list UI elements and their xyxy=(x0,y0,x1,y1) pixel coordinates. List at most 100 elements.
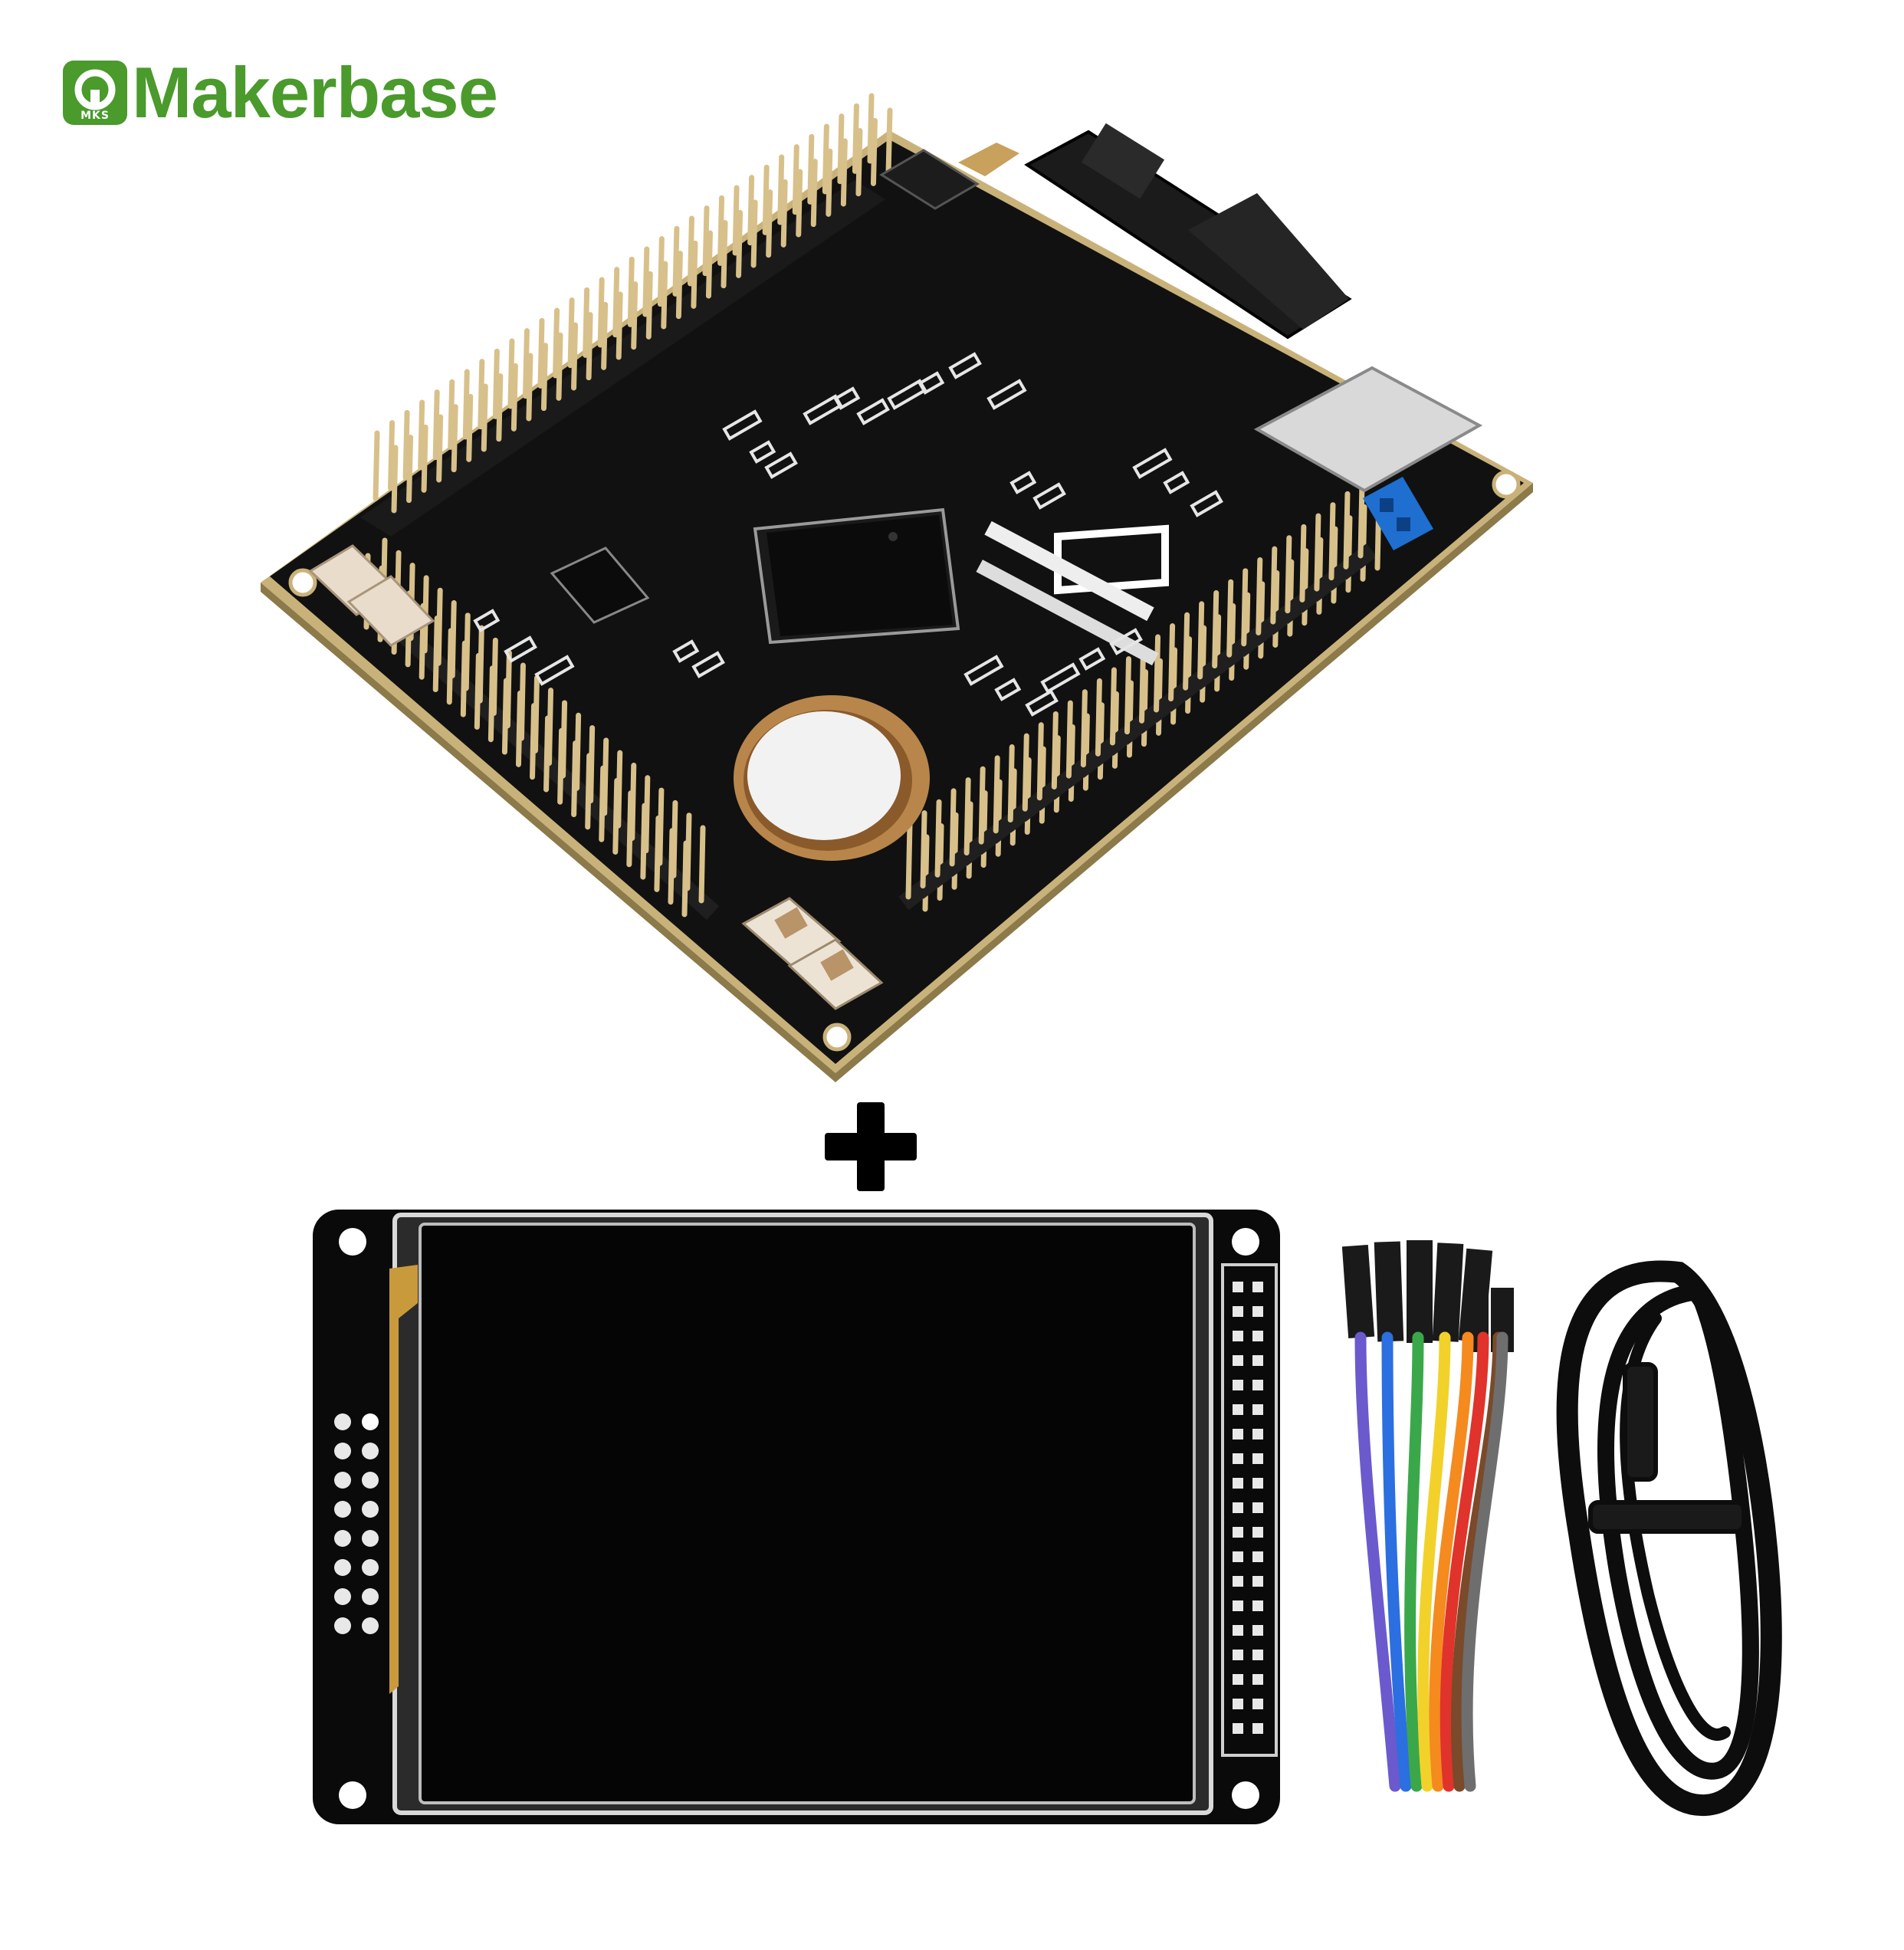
silkscreen-mark xyxy=(948,352,982,379)
display-pin xyxy=(1252,1723,1263,1734)
sd-card-slot xyxy=(1253,366,1483,493)
eeprom-chip xyxy=(550,547,650,624)
silkscreen-marks xyxy=(473,352,1223,717)
display-pin xyxy=(1252,1699,1263,1709)
power-connector xyxy=(308,544,435,647)
display-pin xyxy=(1252,1355,1263,1366)
display-pin xyxy=(1233,1699,1243,1709)
display-pin xyxy=(334,1530,351,1547)
display-pin xyxy=(334,1472,351,1489)
mount-hole xyxy=(1492,470,1521,499)
header-pin xyxy=(796,169,803,238)
header-pin xyxy=(540,343,548,412)
header-pin xyxy=(1095,678,1102,757)
display-pin xyxy=(1233,1355,1243,1366)
header-pin xyxy=(736,209,744,278)
display-pin xyxy=(1252,1404,1263,1415)
header-pin xyxy=(885,107,893,176)
header-pin xyxy=(732,185,740,256)
header-pin xyxy=(567,297,575,369)
silkscreen-mark xyxy=(963,655,1004,686)
lcd-screen xyxy=(419,1223,1196,1804)
display-pin xyxy=(1252,1478,1263,1489)
display-pin xyxy=(1233,1674,1243,1685)
header-pin xyxy=(691,240,698,309)
header-pin xyxy=(507,338,515,409)
reset-buttons xyxy=(741,897,884,1010)
brand-logo: MKS Makerbase xyxy=(63,51,498,135)
header-pin xyxy=(373,430,380,501)
header-pin xyxy=(436,414,444,483)
header-pin xyxy=(657,236,665,307)
display-pin xyxy=(1233,1331,1243,1341)
jumper-wire xyxy=(1461,1331,1508,1792)
header-pin xyxy=(496,373,504,442)
header-pin xyxy=(432,616,440,693)
display-pin xyxy=(1252,1453,1263,1464)
header-pin xyxy=(391,445,399,514)
header-pin xyxy=(1168,623,1176,702)
usb-cable xyxy=(1556,1260,1782,1817)
usb-port xyxy=(958,143,1019,176)
header-pin xyxy=(418,399,425,471)
display-pin xyxy=(1233,1282,1243,1292)
silkscreen-mark xyxy=(1025,689,1059,717)
header-pin xyxy=(702,205,710,277)
silkscreen-mark xyxy=(1032,482,1066,510)
header-pin xyxy=(687,215,694,287)
boot-header xyxy=(879,149,980,210)
header-pin xyxy=(543,715,551,793)
header-pin xyxy=(654,815,661,892)
display-pin xyxy=(1233,1625,1243,1636)
display-pin xyxy=(1252,1576,1263,1587)
header-pin xyxy=(993,755,1000,834)
header-pin xyxy=(1299,524,1307,602)
header-pin xyxy=(920,810,927,889)
mount-hole xyxy=(339,1781,366,1809)
header-pin xyxy=(1328,502,1336,581)
header-pin xyxy=(626,790,634,868)
display-pin xyxy=(1252,1502,1263,1513)
header-pin xyxy=(448,379,455,450)
header-pin xyxy=(421,424,428,493)
header-pin xyxy=(388,420,396,491)
header-pin xyxy=(612,267,620,338)
display-pin-grid xyxy=(334,1413,379,1634)
display-pin xyxy=(1233,1502,1243,1513)
header-pin xyxy=(810,159,818,228)
display-pin xyxy=(334,1617,351,1634)
display-pin xyxy=(362,1443,379,1459)
plus-sign xyxy=(825,1102,917,1191)
header-pin xyxy=(599,765,606,842)
header-pin xyxy=(855,128,863,197)
flex-cable xyxy=(389,1265,418,1694)
header-pin xyxy=(807,133,815,205)
pin-header-right xyxy=(898,480,1382,912)
jumper-wire xyxy=(1429,1331,1474,1792)
display-pin xyxy=(1252,1429,1263,1440)
header-pin xyxy=(1183,612,1190,691)
display-pin xyxy=(334,1413,351,1430)
logo-glyph xyxy=(74,69,116,110)
pin-header-left xyxy=(363,537,720,921)
header-pin xyxy=(672,225,680,297)
display-pin xyxy=(362,1530,379,1547)
header-pin xyxy=(852,103,859,174)
jumper-wire xyxy=(1404,1331,1424,1792)
header-pin xyxy=(1256,556,1263,635)
display-pin xyxy=(334,1443,351,1459)
jumper-wire xyxy=(1439,1331,1489,1792)
header-pin xyxy=(1022,733,1029,812)
header-pin xyxy=(750,199,758,268)
display-pin xyxy=(1233,1723,1243,1734)
header-pin xyxy=(556,332,563,401)
display-pin xyxy=(1233,1404,1243,1415)
header-pin xyxy=(640,803,648,880)
display-pin xyxy=(362,1501,379,1518)
display-pin xyxy=(1233,1650,1243,1660)
header-pin xyxy=(1357,480,1365,559)
header-pin xyxy=(837,113,845,185)
display-pin xyxy=(1252,1331,1263,1341)
display-pin xyxy=(1252,1551,1263,1562)
